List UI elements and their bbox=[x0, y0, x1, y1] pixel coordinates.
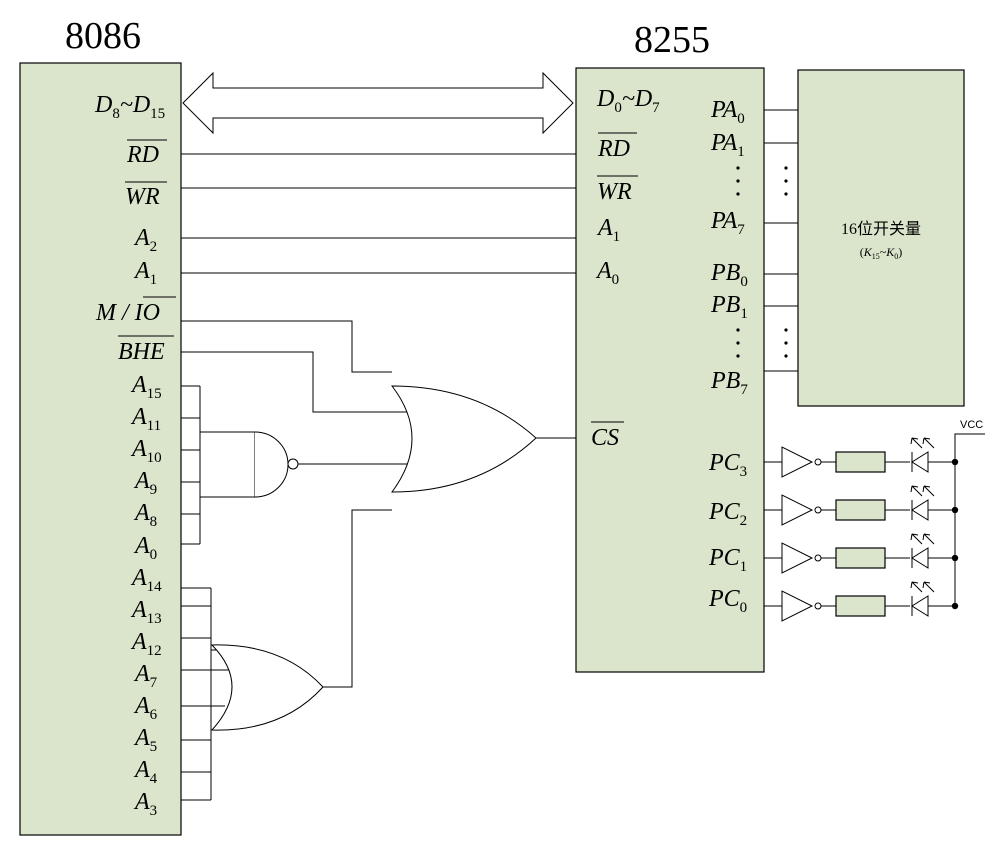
led-pc1 bbox=[911, 547, 929, 569]
cpu-pin-a1: A1 bbox=[133, 258, 157, 288]
led-row-pc0 bbox=[764, 581, 955, 622]
inverter-pc0 bbox=[781, 590, 814, 622]
ppi-pin-d0-d7: D0~D7 bbox=[596, 86, 660, 116]
cpu-pin-a4: A4 bbox=[133, 757, 158, 787]
ppi-pin-pc0: PC0 bbox=[708, 586, 747, 616]
data-bus-arrow bbox=[182, 71, 574, 135]
ppi-left-pin-labels: D0~D7 RD WR A1 A0 CS bbox=[591, 86, 660, 451]
cpu-pin-a2: A2 bbox=[133, 225, 157, 255]
led-row-pc2 bbox=[764, 485, 955, 526]
nand-inverter-bubble bbox=[287, 458, 299, 470]
or-gate-lower-group bbox=[181, 509, 392, 801]
led-pc3 bbox=[911, 451, 929, 473]
resistor-pc3 bbox=[835, 451, 886, 473]
ppi-pin-pa7: PA7 bbox=[710, 208, 745, 238]
switch-sublabel: (K15~K0) bbox=[860, 245, 903, 261]
control-wires bbox=[181, 153, 576, 274]
m-io-wire bbox=[181, 320, 392, 373]
cpu-pin-a13: A13 bbox=[130, 597, 162, 627]
vcc-rail bbox=[954, 433, 985, 606]
cpu-pin-d8-d15: D8~D15 bbox=[94, 92, 165, 122]
led-driver-rows: VCC bbox=[764, 419, 985, 622]
cpu-pin-a14: A14 bbox=[130, 565, 162, 595]
switch-block bbox=[797, 69, 965, 407]
port-ab-wires bbox=[764, 109, 798, 372]
cpu-pin-a10: A10 bbox=[130, 436, 162, 466]
ppi-right-pin-labels: PA0 PA1 PA7 PB0 PB1 PB7 PC3 PC2 PC1 PC0 bbox=[708, 97, 748, 616]
or-gate-main bbox=[390, 385, 537, 493]
ppi-pin-pb7: PB7 bbox=[710, 368, 748, 398]
resistor-pc2 bbox=[835, 499, 886, 521]
or-lower-output-wire bbox=[323, 509, 392, 688]
inverter-pc1 bbox=[781, 542, 814, 574]
or-gate-main-group bbox=[181, 320, 576, 493]
cpu-pin-a3: A3 bbox=[133, 789, 157, 819]
ppi-pin-a1: A1 bbox=[596, 215, 620, 245]
inverter-pc2 bbox=[781, 494, 814, 526]
cpu-pin-a6: A6 bbox=[133, 693, 158, 723]
cpu-title: 8086 bbox=[65, 15, 141, 57]
cpu-pin-labels: D8~D15 RD WR A2 A1 M / IO BHE A15 A11 A1… bbox=[94, 92, 176, 819]
ppi-title: 8255 bbox=[634, 19, 710, 61]
led-row-pc1 bbox=[764, 533, 955, 574]
nand-gate-group bbox=[181, 385, 408, 545]
resistor-pc0 bbox=[835, 595, 886, 617]
inverter-pc3 bbox=[781, 446, 814, 478]
led-pc0 bbox=[911, 595, 929, 617]
cpu-pin-a8: A8 bbox=[133, 500, 157, 530]
cpu-8086-chip bbox=[19, 62, 182, 836]
cpu-pin-a12: A12 bbox=[130, 629, 162, 659]
ppi-pin-wr: WR bbox=[597, 179, 632, 205]
ppi-pin-pc3: PC3 bbox=[708, 450, 747, 480]
led-row-pc3 bbox=[764, 437, 955, 478]
cpu-pin-m-io: M / IO bbox=[95, 300, 160, 326]
nand-gate-arc bbox=[254, 431, 289, 498]
cpu-pin-a11: A11 bbox=[130, 404, 161, 434]
vcc-label: VCC bbox=[960, 419, 983, 431]
led-pc2 bbox=[911, 499, 929, 521]
ellipsis-dots bbox=[736, 166, 788, 358]
ppi-pin-pb0: PB0 bbox=[710, 260, 748, 290]
ppi-pin-pc1: PC1 bbox=[708, 545, 747, 575]
cpu-pin-a9: A9 bbox=[133, 468, 157, 498]
cpu-pin-bhe: BHE bbox=[118, 339, 165, 365]
or-gate-lower bbox=[210, 644, 324, 731]
ppi-pin-pa1: PA1 bbox=[710, 130, 745, 160]
cpu-pin-rd: RD bbox=[126, 142, 159, 168]
cpu-pin-a15: A15 bbox=[130, 372, 162, 402]
ppi-pin-cs: CS bbox=[591, 425, 619, 451]
cpu-pin-a0: A0 bbox=[133, 533, 157, 563]
ppi-pin-rd: RD bbox=[597, 136, 630, 162]
ppi-pin-pb1: PB1 bbox=[710, 292, 748, 322]
ppi-pin-a0: A0 bbox=[595, 258, 619, 288]
cpu-pin-a5: A5 bbox=[133, 725, 157, 755]
switch-label: 16位开关量 bbox=[841, 220, 921, 238]
bhe-wire bbox=[181, 351, 408, 413]
ppi-8255-chip bbox=[575, 67, 765, 673]
cpu-pin-a7: A7 bbox=[133, 661, 158, 691]
resistor-pc1 bbox=[835, 547, 886, 569]
ppi-pin-pc2: PC2 bbox=[708, 499, 747, 529]
ppi-pin-pa0: PA0 bbox=[710, 97, 745, 127]
cpu-pin-wr: WR bbox=[125, 184, 160, 210]
